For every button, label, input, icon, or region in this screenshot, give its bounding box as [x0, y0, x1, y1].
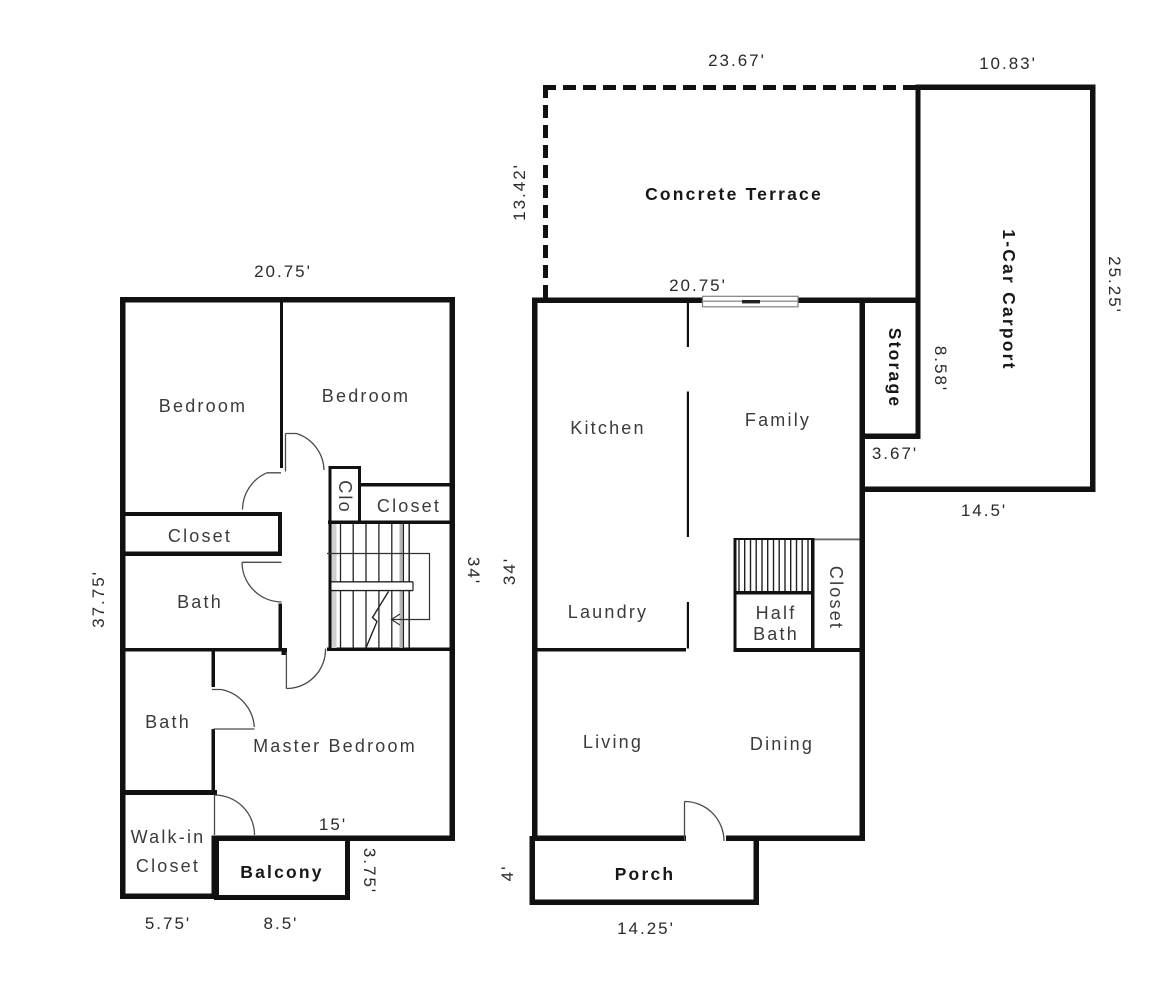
- svg-text:Storage: Storage: [885, 328, 905, 409]
- svg-text:1-Car Carport: 1-Car Carport: [999, 229, 1019, 370]
- svg-text:20.75': 20.75': [254, 262, 312, 281]
- svg-text:Bath: Bath: [177, 592, 223, 612]
- svg-text:3.67': 3.67': [872, 444, 918, 463]
- svg-text:8.58': 8.58': [931, 346, 950, 392]
- svg-text:Laundry: Laundry: [568, 602, 648, 622]
- svg-text:Clo: Clo: [335, 480, 355, 514]
- svg-text:37.75': 37.75': [89, 570, 108, 628]
- svg-text:5.75': 5.75': [145, 914, 191, 933]
- svg-text:15': 15': [319, 815, 347, 834]
- svg-text:23.67': 23.67': [708, 51, 766, 70]
- svg-text:Living: Living: [583, 732, 643, 752]
- svg-text:Bedroom: Bedroom: [322, 386, 410, 406]
- svg-text:Walk-in: Walk-in: [131, 827, 206, 847]
- svg-text:20.75': 20.75': [669, 276, 727, 295]
- svg-text:Closet: Closet: [377, 496, 441, 516]
- svg-text:Closet: Closet: [826, 566, 846, 630]
- svg-text:Bath: Bath: [145, 712, 191, 732]
- svg-text:25.25': 25.25': [1105, 256, 1124, 314]
- svg-text:Master Bedroom: Master Bedroom: [253, 736, 417, 756]
- svg-text:Kitchen: Kitchen: [570, 418, 645, 438]
- svg-text:4': 4': [498, 865, 517, 882]
- svg-text:Family: Family: [745, 410, 811, 430]
- svg-text:3.75': 3.75': [360, 848, 379, 894]
- svg-text:Bedroom: Bedroom: [159, 396, 247, 416]
- svg-text:13.42': 13.42': [510, 163, 529, 221]
- svg-text:Balcony: Balcony: [240, 862, 323, 882]
- svg-text:34': 34': [500, 557, 519, 585]
- svg-text:Closet: Closet: [168, 526, 232, 546]
- svg-text:Bath: Bath: [753, 624, 799, 644]
- svg-text:Dining: Dining: [750, 734, 814, 754]
- svg-text:8.5': 8.5': [264, 914, 299, 933]
- svg-text:10.83': 10.83': [979, 54, 1037, 73]
- svg-text:14.25': 14.25': [617, 919, 675, 938]
- svg-text:Concrete Terrace: Concrete Terrace: [645, 184, 823, 204]
- svg-text:Half: Half: [756, 603, 797, 623]
- svg-text:Closet: Closet: [136, 856, 200, 876]
- svg-text:34': 34': [464, 557, 483, 585]
- svg-text:Porch: Porch: [615, 864, 676, 884]
- svg-text:14.5': 14.5': [961, 501, 1007, 520]
